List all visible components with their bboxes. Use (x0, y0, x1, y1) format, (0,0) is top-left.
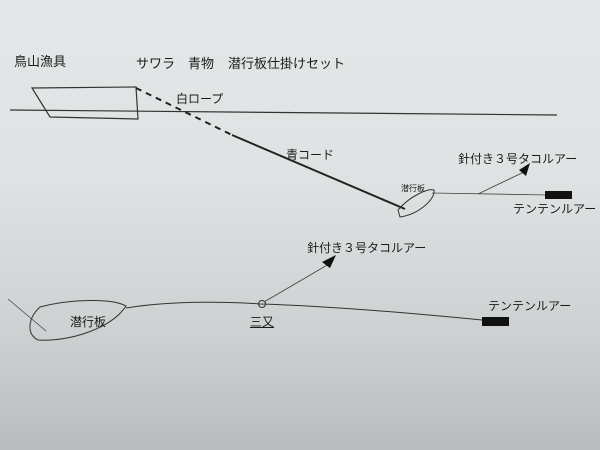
bottom-diver-board-label: 潜行板 (70, 315, 107, 329)
shop-name: 鳥山漁具 (14, 55, 67, 70)
bottom-hook-lure-label: 針付き３号タコルアー (307, 241, 427, 255)
blue-cord-label: 青コード (286, 148, 335, 162)
bottom-towline-left (7, 298, 47, 332)
top-diver-board (397, 189, 435, 218)
top-hook-lure-label: 針付き３号タコルアー (458, 152, 578, 166)
top-hook-lure-shape (519, 163, 530, 176)
target-fish-label: サワラ 青物 (136, 57, 215, 72)
boat-hull (30, 86, 139, 120)
bottom-tenten-lure-shape (482, 317, 509, 326)
water-surface-line (9, 109, 558, 116)
blue-cord-line (231, 134, 406, 210)
top-tenten-lure-shape (545, 191, 572, 199)
bottom-hook-lure-shape (322, 255, 336, 268)
bottom-tenten-lure-label: テンテンルアー (488, 299, 572, 313)
bottom-main-line (125, 301, 483, 321)
set-name-label: 潜行板仕掛けセット (228, 57, 346, 72)
top-tenten-lure-label: テンテンルアー (513, 202, 597, 216)
white-rope-line (135, 87, 233, 136)
top-diver-board-label: 潜行板 (401, 184, 425, 193)
bottom-diver-board (29, 300, 127, 341)
white-rope-label: 白ロープ (176, 92, 224, 106)
top-leader-line (431, 192, 549, 196)
top-hook-lure-branch (477, 171, 525, 195)
three-way-swivel-label: 三又 (250, 315, 275, 329)
three-way-swivel-ring (258, 300, 266, 308)
bottom-hook-lure-branch (263, 263, 330, 303)
